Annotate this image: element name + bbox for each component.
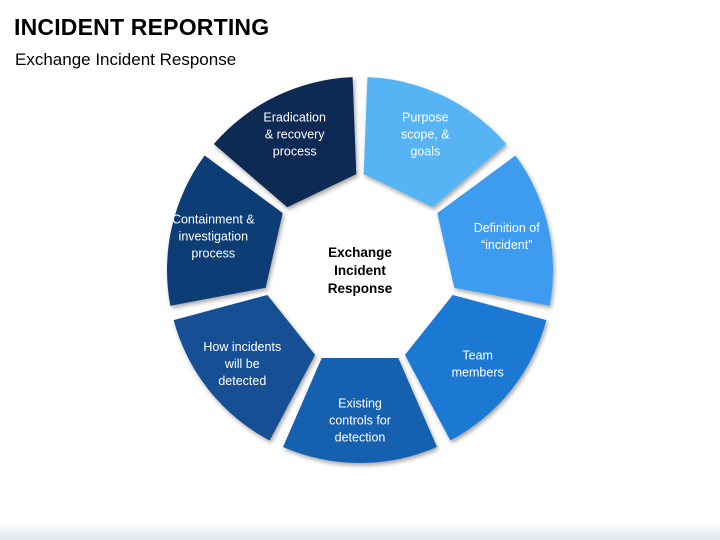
- segment-containment: Containment & investigation process: [167, 155, 283, 306]
- segment-label-definition: “incident”: [481, 238, 532, 252]
- segment-existing: Existing controls for detection: [283, 358, 437, 463]
- segment-label-containment: investigation: [179, 230, 249, 244]
- segment-label-how: detected: [218, 374, 266, 388]
- segment-label-purpose: scope, &: [401, 127, 450, 141]
- segment-label-how: How incidents: [203, 340, 281, 354]
- segment-how: How incidents will be detected: [173, 294, 316, 441]
- segment-shape-how: [173, 294, 316, 441]
- segment-shape-definition: [437, 155, 553, 306]
- segment-label-existing: Existing: [338, 397, 382, 411]
- segment-shape-purpose: [363, 77, 507, 208]
- segment-purpose: Purpose scope, & goals: [363, 77, 507, 208]
- center-label-line: Exchange: [328, 245, 392, 260]
- footer-gradient-bar: [0, 522, 720, 540]
- center-label-line: Incident: [334, 263, 386, 278]
- segment-label-definition: Definition of: [474, 221, 541, 235]
- segment-label-team: members: [452, 365, 504, 379]
- segment-label-eradication: Eradication: [263, 110, 326, 124]
- segment-label-containment: Containment &: [172, 213, 255, 227]
- segment-label-team: Team: [462, 348, 493, 362]
- segment-shape-team: [404, 294, 547, 441]
- segment-definition: Definition of “incident”: [437, 155, 553, 306]
- segment-team: Team members: [404, 294, 547, 441]
- segment-label-how: will be: [224, 357, 260, 371]
- segment-eradication: Eradication & recovery process: [213, 77, 357, 208]
- segment-label-existing: detection: [335, 431, 386, 445]
- segment-label-purpose: Purpose: [402, 110, 449, 124]
- page-title: INCIDENT REPORTING: [14, 14, 270, 40]
- segment-label-eradication: process: [273, 144, 317, 158]
- segment-label-eradication: & recovery: [265, 127, 325, 141]
- segment-label-existing: controls for: [329, 414, 391, 428]
- segment-shape-containment: [167, 155, 283, 306]
- segment-shape-existing: [283, 358, 437, 463]
- segment-label-purpose: goals: [410, 144, 440, 158]
- segment-shape-eradication: [213, 77, 357, 208]
- segment-label-containment: process: [191, 247, 235, 261]
- center-label-line: Response: [328, 281, 393, 296]
- page-subtitle: Exchange Incident Response: [15, 50, 237, 69]
